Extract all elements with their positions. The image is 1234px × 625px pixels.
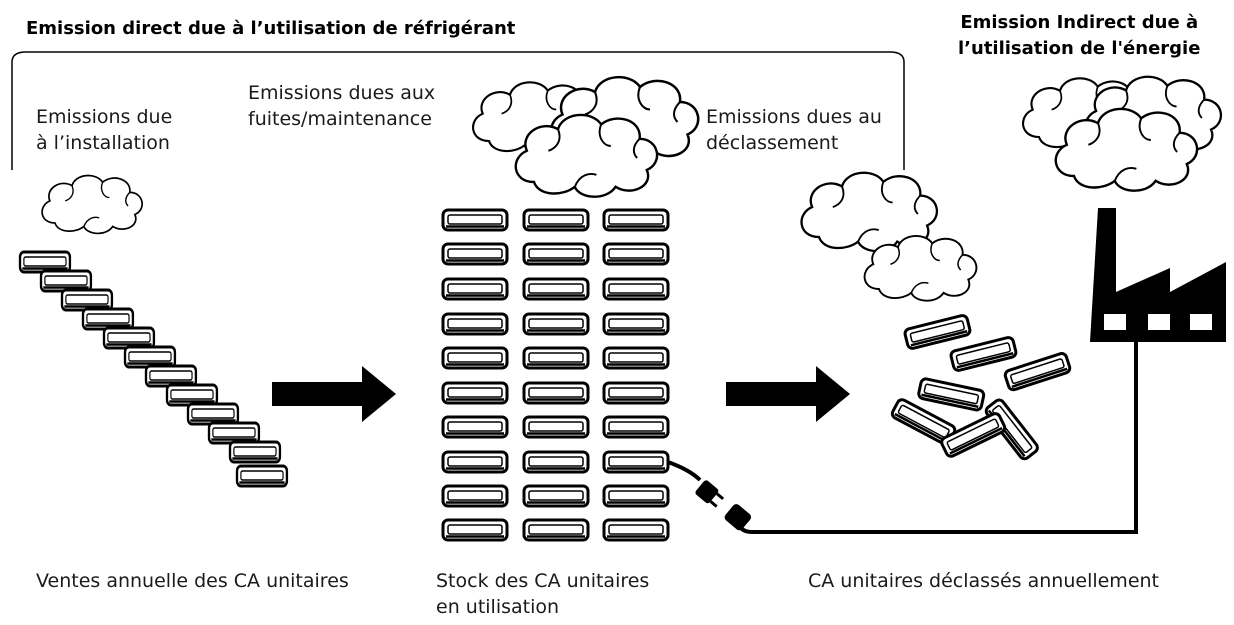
installation-emissions-line2: à l’installation bbox=[36, 132, 170, 154]
indirect-emission-title-line1: Emission Indirect due à bbox=[960, 12, 1199, 33]
cloud-icon bbox=[1022, 75, 1223, 192]
annual-sales-label: Ventes annuelle des CA unitaires bbox=[36, 570, 349, 592]
indirect-emission-title-line2: l’utilisation de l'énergie bbox=[958, 38, 1201, 59]
decommission-emissions-line2: déclassement bbox=[706, 132, 839, 154]
indirect-emission-title: Emission Indirect due à l’utilisation de… bbox=[958, 10, 1200, 62]
power-plug-icon bbox=[667, 460, 752, 531]
decommission-emissions-label: Emissions dues au déclassement bbox=[706, 104, 882, 156]
annual-sales-units bbox=[18, 250, 289, 488]
arrow-right-icon bbox=[272, 366, 396, 422]
factory-icon bbox=[1090, 208, 1226, 342]
stock-label-line1: Stock des CA unitaires bbox=[436, 570, 650, 592]
direct-emission-bracket bbox=[11, 51, 905, 170]
leak-emissions-line1: Emissions dues aux bbox=[248, 82, 436, 104]
arrow-right-icon bbox=[726, 366, 850, 422]
decommissioned-label: CA unitaires déclassés annuellement bbox=[808, 570, 1159, 592]
direct-emission-title: Emission direct due à l’utilisation de r… bbox=[26, 18, 516, 39]
installation-emissions-line1: Emissions due bbox=[36, 106, 173, 128]
decommission-emissions-line1: Emissions dues au bbox=[706, 106, 882, 128]
stock-units bbox=[441, 208, 670, 542]
stock-label-line2: en utilisation bbox=[436, 596, 560, 618]
cloud-icon bbox=[41, 174, 144, 235]
leak-emissions-label: Emissions dues aux fuites/maintenance bbox=[248, 80, 435, 132]
cloud-icon bbox=[800, 171, 978, 302]
leak-emissions-line2: fuites/maintenance bbox=[248, 108, 432, 130]
stock-label: Stock des CA unitaires en utilisation bbox=[436, 568, 649, 620]
installation-emissions-label: Emissions due à l’installation bbox=[36, 104, 172, 156]
decommissioned-units bbox=[889, 313, 1073, 463]
cloud-icon bbox=[472, 75, 700, 198]
